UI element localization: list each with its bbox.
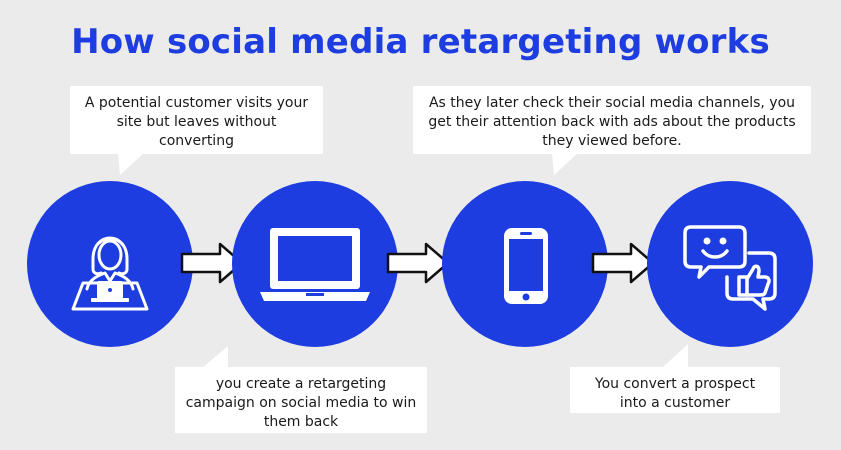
- diagram-title: How social media retargeting works: [71, 22, 770, 62]
- callout-step-4-text: You convert a prospect into a customer: [594, 376, 756, 411]
- callout-step-3: As they later check their social media c…: [413, 86, 811, 154]
- callout-step-1: A potential customer visits your site bu…: [70, 86, 323, 154]
- step-1-circle: [27, 181, 193, 347]
- callout-step-2-text: you create a retargeting campaign on soc…: [185, 376, 417, 430]
- arrow-3-icon: [591, 242, 655, 284]
- callout-step-2-tail: [202, 346, 228, 368]
- laptop-icon: [260, 228, 370, 301]
- callout-step-4: You convert a prospect into a customer: [570, 367, 780, 413]
- step-4-circle: [647, 181, 813, 347]
- callout-step-1-text: A potential customer visits your site bu…: [84, 95, 309, 149]
- callout-step-2: you create a retargeting campaign on soc…: [175, 367, 427, 433]
- callout-step-1-tail: [118, 153, 144, 175]
- arrow-1-icon: [180, 242, 244, 284]
- step-2-circle: [232, 181, 398, 347]
- user-at-laptop-icon: [71, 236, 149, 311]
- callout-step-3-text: As they later check their social media c…: [428, 95, 796, 149]
- callout-step-3-tail: [552, 153, 578, 175]
- arrow-2-icon: [386, 242, 450, 284]
- chat-thumbs-up-icon: [683, 225, 777, 311]
- smartphone-icon: [504, 228, 548, 304]
- callout-step-4-tail: [662, 344, 688, 368]
- step-3-circle: [442, 181, 608, 347]
